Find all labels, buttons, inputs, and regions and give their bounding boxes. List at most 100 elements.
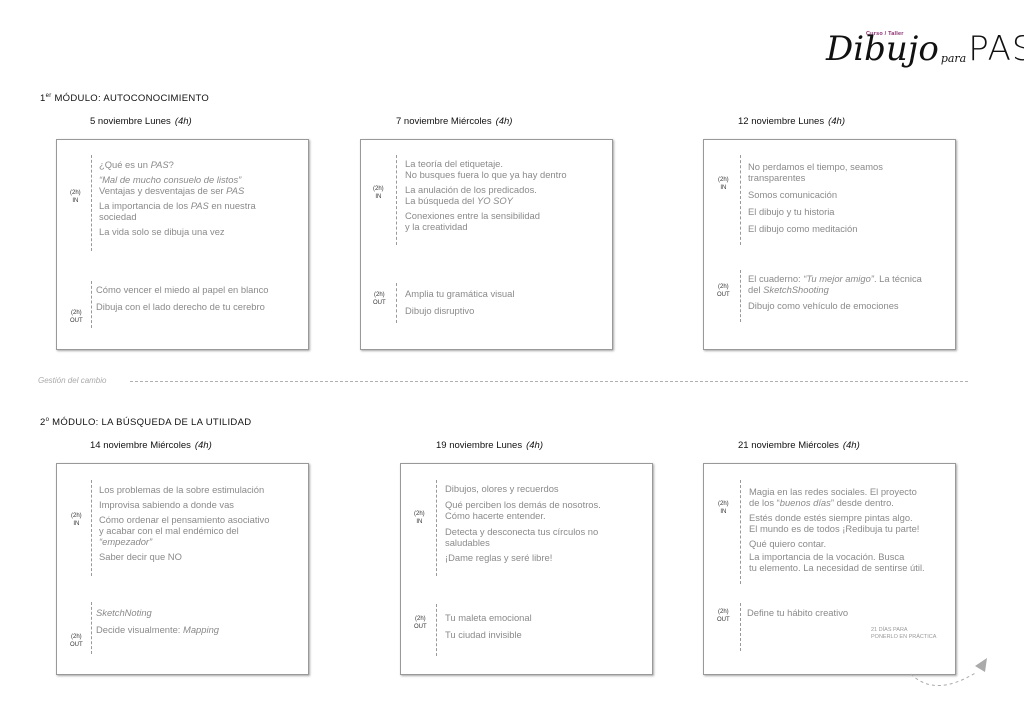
topic-line: y acabar con el mal endémico del: [99, 525, 239, 536]
out-topics: SketchNoting Decide visualmente: Mapping: [96, 607, 219, 635]
tag-hours: (2h): [374, 292, 385, 298]
topic-line: Los problemas de la sobre estimulación: [99, 484, 265, 495]
topic-line: El cuaderno: “Tu mejor amigo”. La técnic…: [748, 273, 922, 284]
topic-line: Magia en las redes sociales. El proyecto: [749, 486, 917, 497]
divider-dash: [91, 480, 92, 576]
topic-line: Dibuja con el lado derecho de tu cerebro: [96, 301, 265, 312]
topic-line: Saber decir que NO: [99, 551, 182, 562]
topic-line: sociedad: [99, 211, 137, 222]
divider-dash: [91, 281, 92, 328]
tag-hours: (2h): [718, 501, 729, 507]
topic-line: El dibujo y tu historia: [748, 206, 835, 217]
divider-dash: [740, 270, 741, 322]
topic-line: Cómo vencer el miedo al papel en blanco: [96, 284, 269, 295]
divider-dash: [740, 603, 741, 651]
tag-hours: (2h): [718, 177, 729, 183]
topic-line: Cómo hacerte entender.: [445, 510, 546, 521]
out-topics: Amplia tu gramática visual Dibujo disrup…: [405, 288, 514, 316]
tag-label: IN: [416, 518, 423, 525]
out-topics: Define tu hábito creativo: [747, 607, 848, 618]
tag-label: OUT: [70, 641, 83, 648]
logo-subtitle: Curso / Taller: [866, 31, 904, 37]
out-tag: (2h)OUT: [414, 616, 427, 631]
session-hours: (4h): [828, 116, 845, 127]
module-1-ordinal: 1: [40, 93, 46, 105]
in-topics: Los problemas de la sobre estimulación I…: [99, 484, 269, 562]
session-3-card: [703, 139, 956, 350]
topic-line: Estés donde estés siempre pintas algo.: [749, 512, 913, 523]
in-topics: Dibujos, olores y recuerdos Qué perciben…: [445, 483, 601, 563]
session-1-date: 5 noviembre Lunes(4h): [90, 116, 192, 127]
out-topics: El cuaderno: “Tu mejor amigo”. La técnic…: [748, 273, 922, 311]
session-hours: (4h): [194, 440, 212, 451]
topic-line: transparentes: [748, 172, 806, 183]
in-tag: (2h)IN: [414, 511, 425, 526]
tag-label: IN: [720, 184, 727, 191]
session-1-card: [56, 139, 309, 350]
tag-label: IN: [72, 197, 79, 204]
logo-word-dibujo: Dibujo: [826, 29, 939, 69]
session-date-text: 21 noviembre Miércoles: [738, 440, 839, 451]
session-date-text: 12 noviembre Lunes: [738, 116, 825, 127]
topic-line: La importancia de la vocación. Busca: [749, 551, 905, 562]
in-topics: No perdamos el tiempo, seamos transparen…: [748, 161, 883, 234]
topic-line: Decide visualmente: Mapping: [96, 624, 219, 635]
tag-label: OUT: [717, 616, 730, 623]
tag-label: OUT: [414, 623, 427, 630]
tag-hours: (2h): [373, 186, 384, 192]
tag-hours: (2h): [71, 310, 82, 316]
module-1-ordinal-suffix: er: [45, 93, 52, 99]
session-5-date: 19 noviembre Lunes(4h): [436, 440, 543, 451]
in-topics: Magia en las redes sociales. El proyecto…: [749, 486, 925, 573]
out-tag: (2h)OUT: [717, 284, 730, 299]
out-tag: (2h)OUT: [70, 634, 83, 649]
topic-line: La teoría del etiquetaje.: [405, 158, 503, 169]
module-2-ordinal: 2: [40, 417, 46, 429]
topic-line: ¿Qué es un PAS?: [99, 159, 174, 170]
tag-hours: (2h): [71, 634, 82, 640]
topic-line: saludables: [445, 537, 490, 548]
logo-word-pas: PAS: [968, 29, 1024, 69]
session-6-card: [703, 463, 956, 675]
topic-line: Cómo ordenar el pensamiento asociativo: [99, 514, 270, 525]
tag-hours: (2h): [414, 511, 425, 517]
session-6-date: 21 noviembre Miércoles(4h): [738, 440, 860, 451]
note-line: PONERLO EN PRÁCTICA: [871, 634, 937, 640]
topic-line: Tu maleta emocional: [445, 612, 532, 623]
module-2-title-text: MÓDULO: LA BÚSQUEDA DE LA UTILIDAD: [49, 417, 252, 429]
topic-line: El dibujo como meditación: [748, 223, 858, 234]
session-5-card: [400, 463, 653, 675]
session-hours: (4h): [526, 440, 543, 451]
tag-label: OUT: [70, 317, 83, 324]
practice-note: 21 DÍAS PARA PONERLO EN PRÁCTICA: [871, 627, 936, 641]
topic-line: No perdamos el tiempo, seamos: [748, 161, 883, 172]
session-hours: (4h): [842, 440, 860, 451]
in-tag: (2h)IN: [373, 186, 384, 201]
module-1-title: 1er MÓDULO: AUTOCONOCIMIENTO: [40, 93, 209, 104]
topic-line: Define tu hábito creativo: [747, 607, 849, 618]
in-topics: La teoría del etiquetaje. No busques fue…: [405, 158, 567, 232]
topic-line: Qué quiero contar.: [749, 538, 827, 549]
session-hours: (4h): [495, 116, 513, 127]
session-4-card: [56, 463, 309, 675]
divider-dash: [91, 602, 92, 654]
logo-word-para: para: [940, 52, 967, 65]
divider-dash: [436, 480, 437, 576]
section-divider-label: Gestión del cambio: [38, 376, 107, 385]
topic-line: El mundo es de todos ¡Redibuja tu parte!: [749, 523, 920, 534]
topic-line: Dibujo disruptivo: [405, 305, 475, 316]
topic-line: La importancia de los PAS en nuestra: [99, 200, 256, 211]
topic-line: Dibujos, olores y recuerdos: [445, 483, 559, 494]
topic-line: La vida solo se dibuja una vez: [99, 226, 225, 237]
topic-line: “Mal de mucho consuelo de listos”: [99, 174, 242, 185]
topic-line: “empezador”: [99, 536, 153, 547]
divider-dash: [396, 155, 397, 245]
tag-label: OUT: [373, 299, 386, 306]
topic-line: Amplia tu gramática visual: [405, 288, 515, 299]
tag-label: OUT: [717, 291, 730, 298]
session-2-date: 7 noviembre Miércoles(4h): [396, 116, 512, 127]
topic-line: SketchNoting: [96, 607, 152, 618]
in-tag: (2h)IN: [718, 177, 729, 192]
topic-line: del SketchShooting: [748, 284, 829, 295]
topic-line: Improvisa sabiendo a donde vas: [99, 499, 234, 510]
